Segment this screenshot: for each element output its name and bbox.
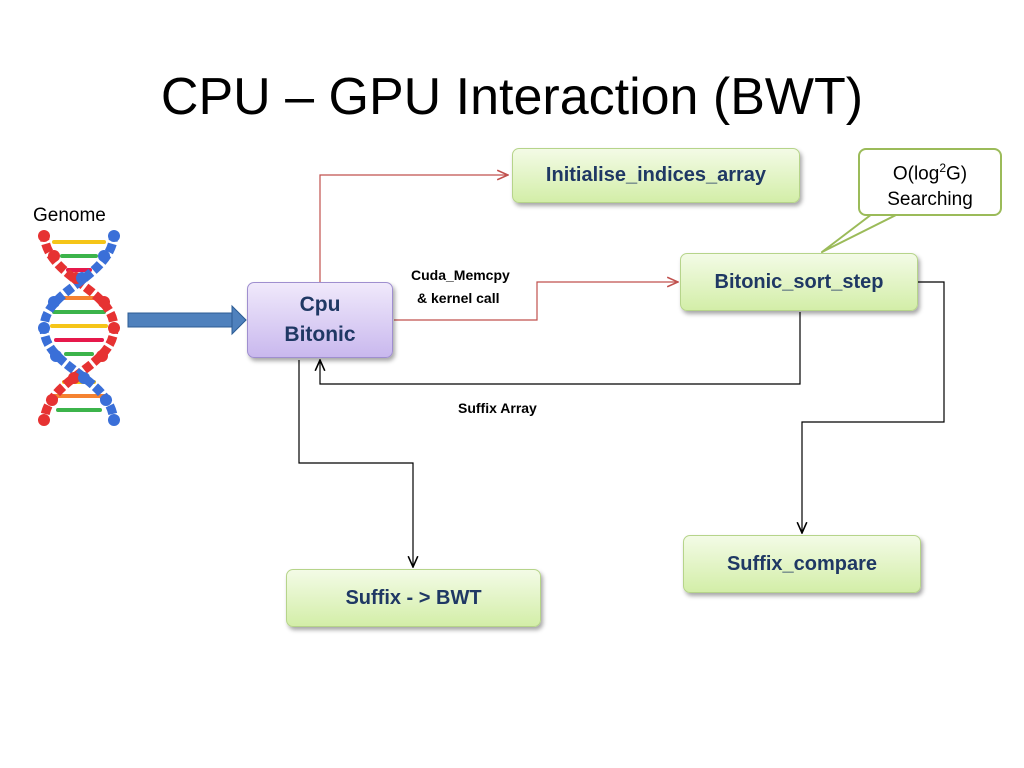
initialise-indices-array-box: Initialise_indices_array: [512, 148, 800, 203]
edge-cpu-to-suffix-bwt: [298, 360, 413, 567]
suffix-array-label: Suffix Array: [458, 400, 537, 416]
cpu-bitonic-box: Cpu Bitonic: [247, 282, 393, 358]
callout-tail: [821, 213, 899, 253]
edge-bitonic-step-to-cpu: [320, 312, 801, 385]
callout-complexity-text: O(log2G): [892, 161, 968, 185]
edge-cpu-to-bitonic-step: [394, 282, 678, 321]
complexity-callout: O(log2G) Searching: [858, 148, 1002, 216]
callout-searching-text: Searching: [887, 189, 973, 211]
cpu-box-line2: Bitonic: [284, 323, 356, 346]
edge-bitonic-step-to-suffix-compare: [802, 281, 945, 533]
bitonic-sort-step-box: Bitonic_sort_step: [680, 253, 918, 311]
cuda-memcpy-label: Cuda_Memcpy: [411, 267, 510, 283]
genome-label: Genome: [33, 205, 106, 226]
genome-to-cpu-arrow: [127, 304, 247, 336]
cpu-box-line1: Cpu: [299, 293, 341, 316]
suffix-to-bwt-box: Suffix - > BWT: [286, 569, 541, 627]
edge-cpu-to-initialise: [319, 175, 508, 282]
suffix-compare-box: Suffix_compare: [683, 535, 921, 593]
slide-title: CPU – GPU Interaction (BWT): [160, 68, 864, 126]
dna-helix-icon: [38, 230, 120, 426]
kernel-call-label: & kernel call: [417, 290, 500, 306]
